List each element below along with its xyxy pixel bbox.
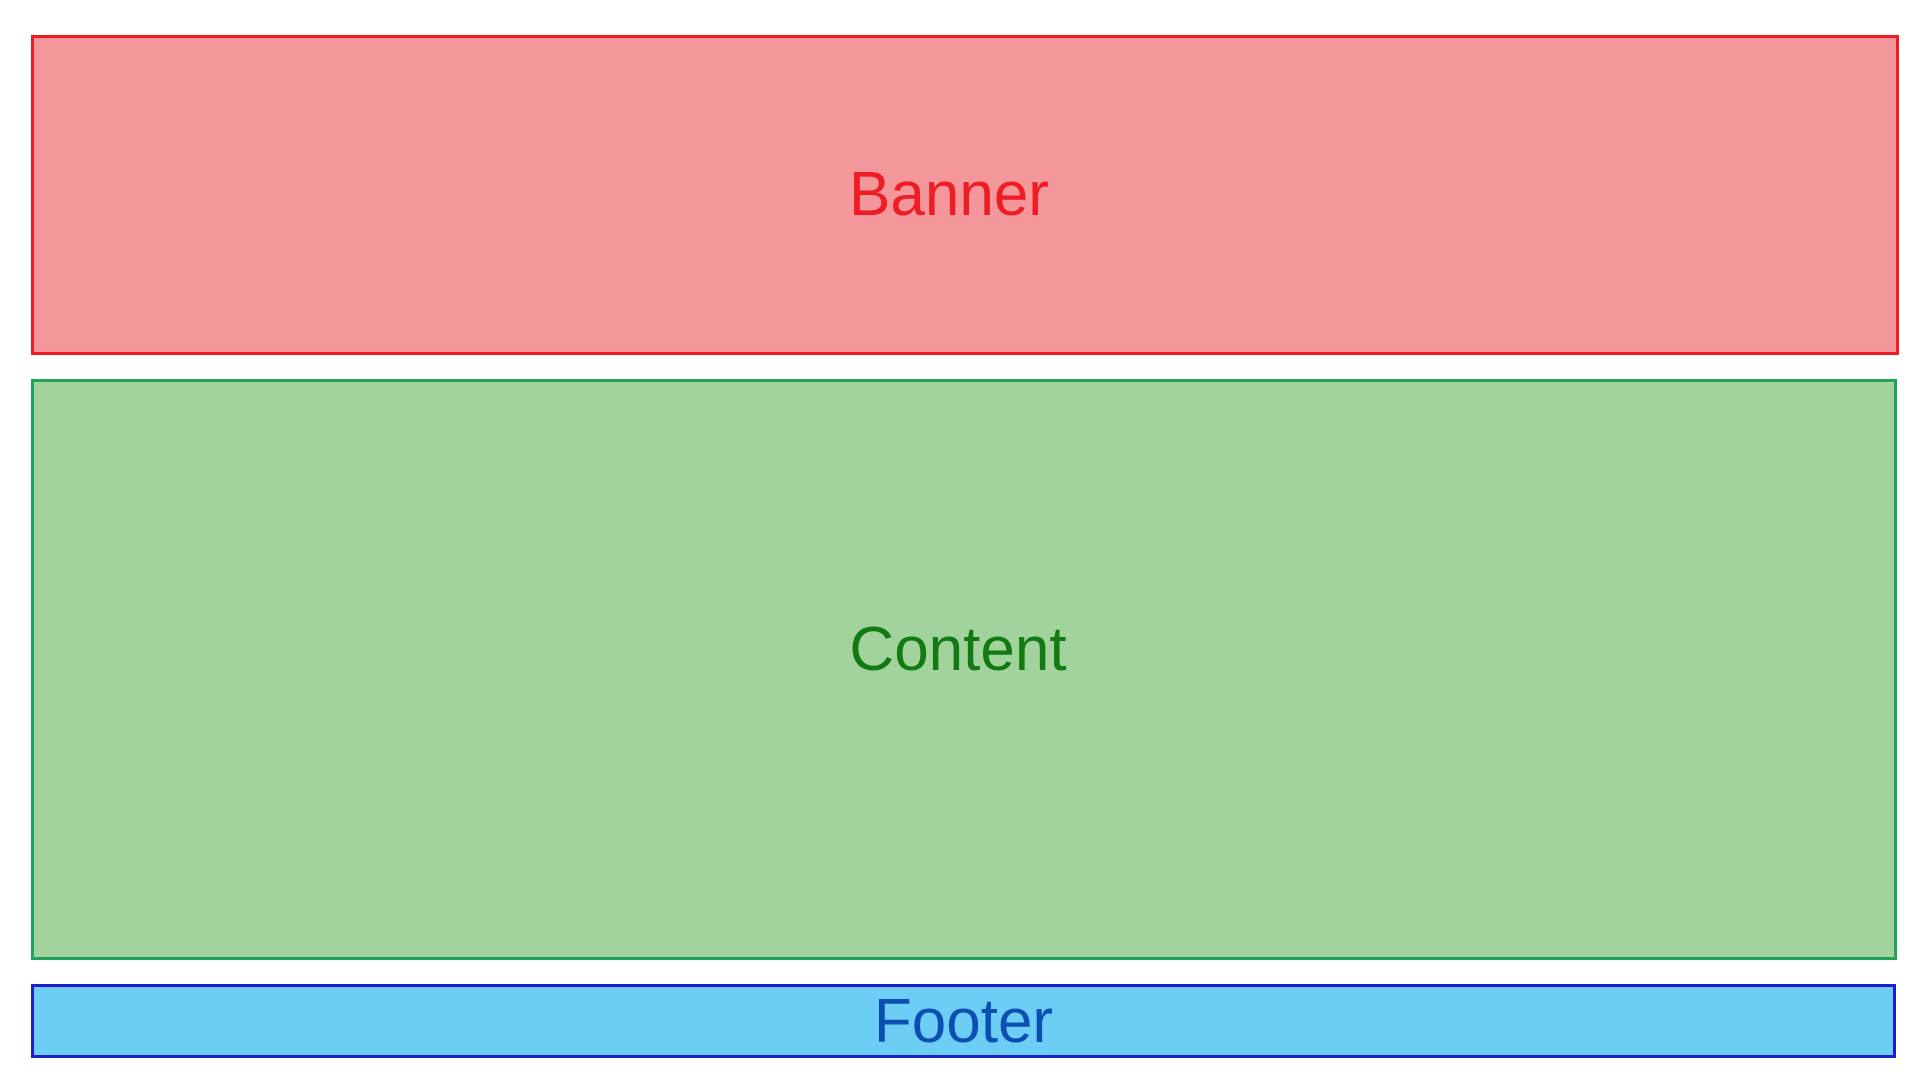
banner-region: Banner: [31, 35, 1899, 355]
banner-label: Banner: [849, 160, 1049, 229]
footer-label: Footer: [873, 987, 1054, 1056]
footer-region: Footer: [31, 984, 1896, 1058]
content-region: Content: [31, 379, 1897, 960]
content-label: Content: [849, 614, 1067, 684]
